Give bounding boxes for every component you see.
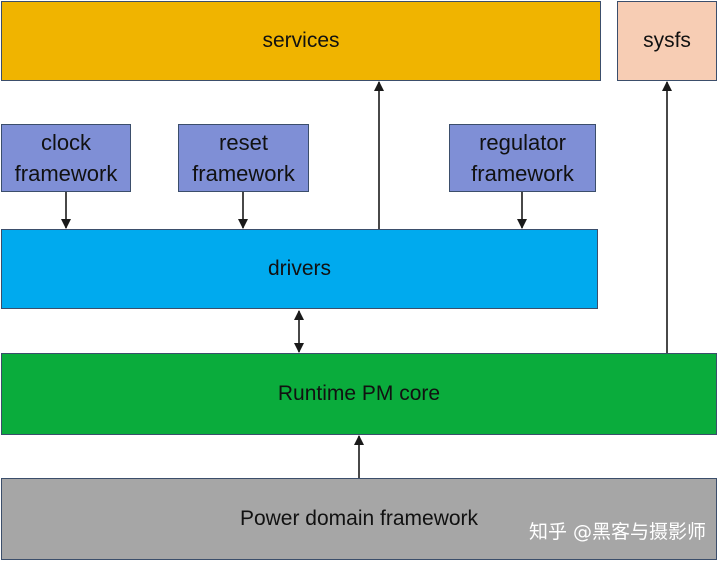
power-domain-framework-box: Power domain framework [1, 478, 717, 560]
sysfs-box: sysfs [617, 1, 717, 81]
regulator-framework-label: regulator framework [471, 130, 574, 186]
drivers-box: drivers [1, 229, 598, 309]
runtime-pm-core-box: Runtime PM core [1, 353, 717, 435]
power-domain-framework-label: Power domain framework [239, 507, 479, 530]
services-box: services [1, 1, 601, 81]
reset-framework-label: reset framework [192, 130, 295, 186]
clock-framework-label: clock framework [14, 130, 118, 186]
runtime-pm-core-label: Runtime PM core [277, 382, 441, 405]
regulator-framework-box: regulator framework [449, 124, 596, 192]
sysfs-label: sysfs [643, 29, 691, 52]
watermark: 知乎 @黑客与摄影师 [528, 521, 706, 543]
clock-framework-box: clock framework [1, 124, 131, 192]
services-label: services [262, 29, 340, 52]
drivers-label: drivers [267, 257, 331, 280]
reset-framework-box: reset framework [178, 124, 309, 192]
